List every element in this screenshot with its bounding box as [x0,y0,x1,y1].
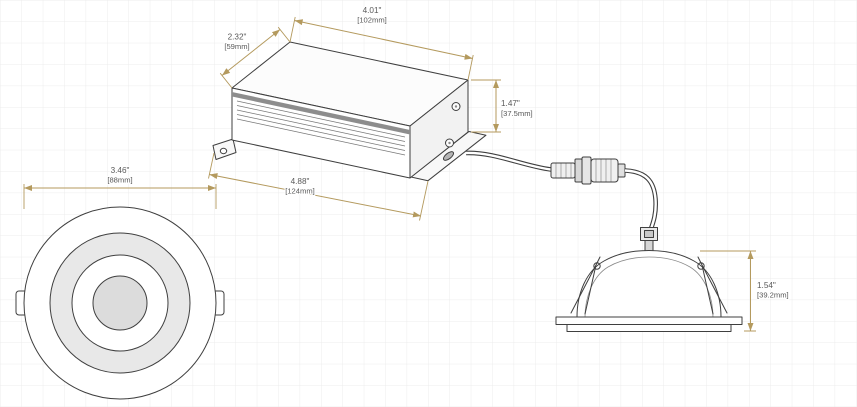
downlight-front-view [15,206,225,400]
driver-output-cable [465,150,552,172]
quick-connector [550,156,626,185]
cable-core [624,169,657,231]
dim-housing-height-inches: 1.54" [757,281,776,290]
dim-driver-length-inches: 4.01" [363,6,382,15]
dim-housing-height: 1.54" [39.2mm] [700,250,790,332]
lid-seam-band [232,92,410,135]
dim-driver-overall-length-mm: [124mm] [285,187,315,196]
dim-driver-width-mm: [59mm] [224,42,249,51]
dim-driver-width-line [221,29,281,76]
dim-driver-length-mm: [102mm] [357,16,387,25]
spring-clips [570,256,728,315]
cable-core [465,151,552,171]
dim-driver-height: 1.47" [37.5mm] [471,79,534,133]
screw-top-center [454,105,458,108]
wiring-box-neck [644,240,654,252]
connector-end-cap [617,163,626,178]
screw-bottom-center [448,141,451,145]
dim-trim-diameter-inches: 3.46" [111,166,130,175]
dim-driver-height-inches: 1.47" [501,99,520,108]
trim-flange [555,316,743,325]
mounting-hole-left [219,147,228,155]
dim-driver-height-mm: [37.5mm] [501,109,533,118]
fixture-input-cable [624,168,658,231]
dim-trim-diameter-mm: [88mm] [107,176,132,185]
dim-housing-height-mm: [39.2mm] [757,291,789,300]
dim-driver-length-line [294,19,473,60]
dim-driver-width: 2.32" [59mm] [219,26,291,89]
housing-dome-inner-wall [584,256,714,318]
dim-driver-width-inches: 2.32" [228,33,247,42]
connector-collar-outer [581,156,592,185]
spring-coil-right [697,262,705,270]
dim-driver-length: 4.01" [102mm] [289,5,474,81]
spring-coil-left [593,262,601,270]
housing-dome [576,250,722,318]
mounting-slot-right [442,151,455,161]
spring-clip-right [697,256,728,315]
trim-lens-ring [566,324,732,332]
downlight-side-view [555,227,743,332]
connector-female-ribs [595,159,612,182]
dim-driver-overall-length-line [209,173,422,218]
vent-slats [236,100,406,156]
dim-driver-overall-length: 4.88" [124mm] [208,152,429,221]
wiring-box-detail [644,230,654,238]
spring-clip-left [570,256,601,315]
connector-male-ribs [555,163,572,178]
dim-driver-overall-length-inches: 4.88" [291,177,310,186]
connector-collar-inner [574,158,583,183]
lens-center [92,275,148,331]
connector-female-body [590,158,619,183]
